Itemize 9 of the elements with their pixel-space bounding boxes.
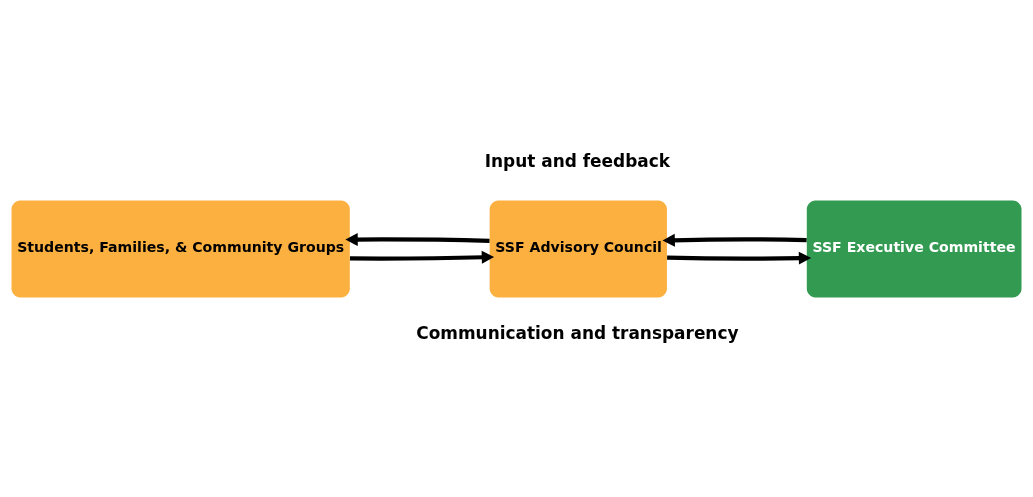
arrow xyxy=(349,250,495,264)
arrow xyxy=(667,251,812,265)
arrow xyxy=(345,232,490,246)
label: Communication and transparency xyxy=(416,322,739,343)
node-box: SSF Advisory Council xyxy=(489,200,667,297)
arrow xyxy=(662,233,807,247)
label: Input and feedback xyxy=(484,150,671,170)
node-box: Students, Families, & Community Groups xyxy=(11,200,350,297)
node-box: SSF Executive Committee xyxy=(806,200,1022,297)
